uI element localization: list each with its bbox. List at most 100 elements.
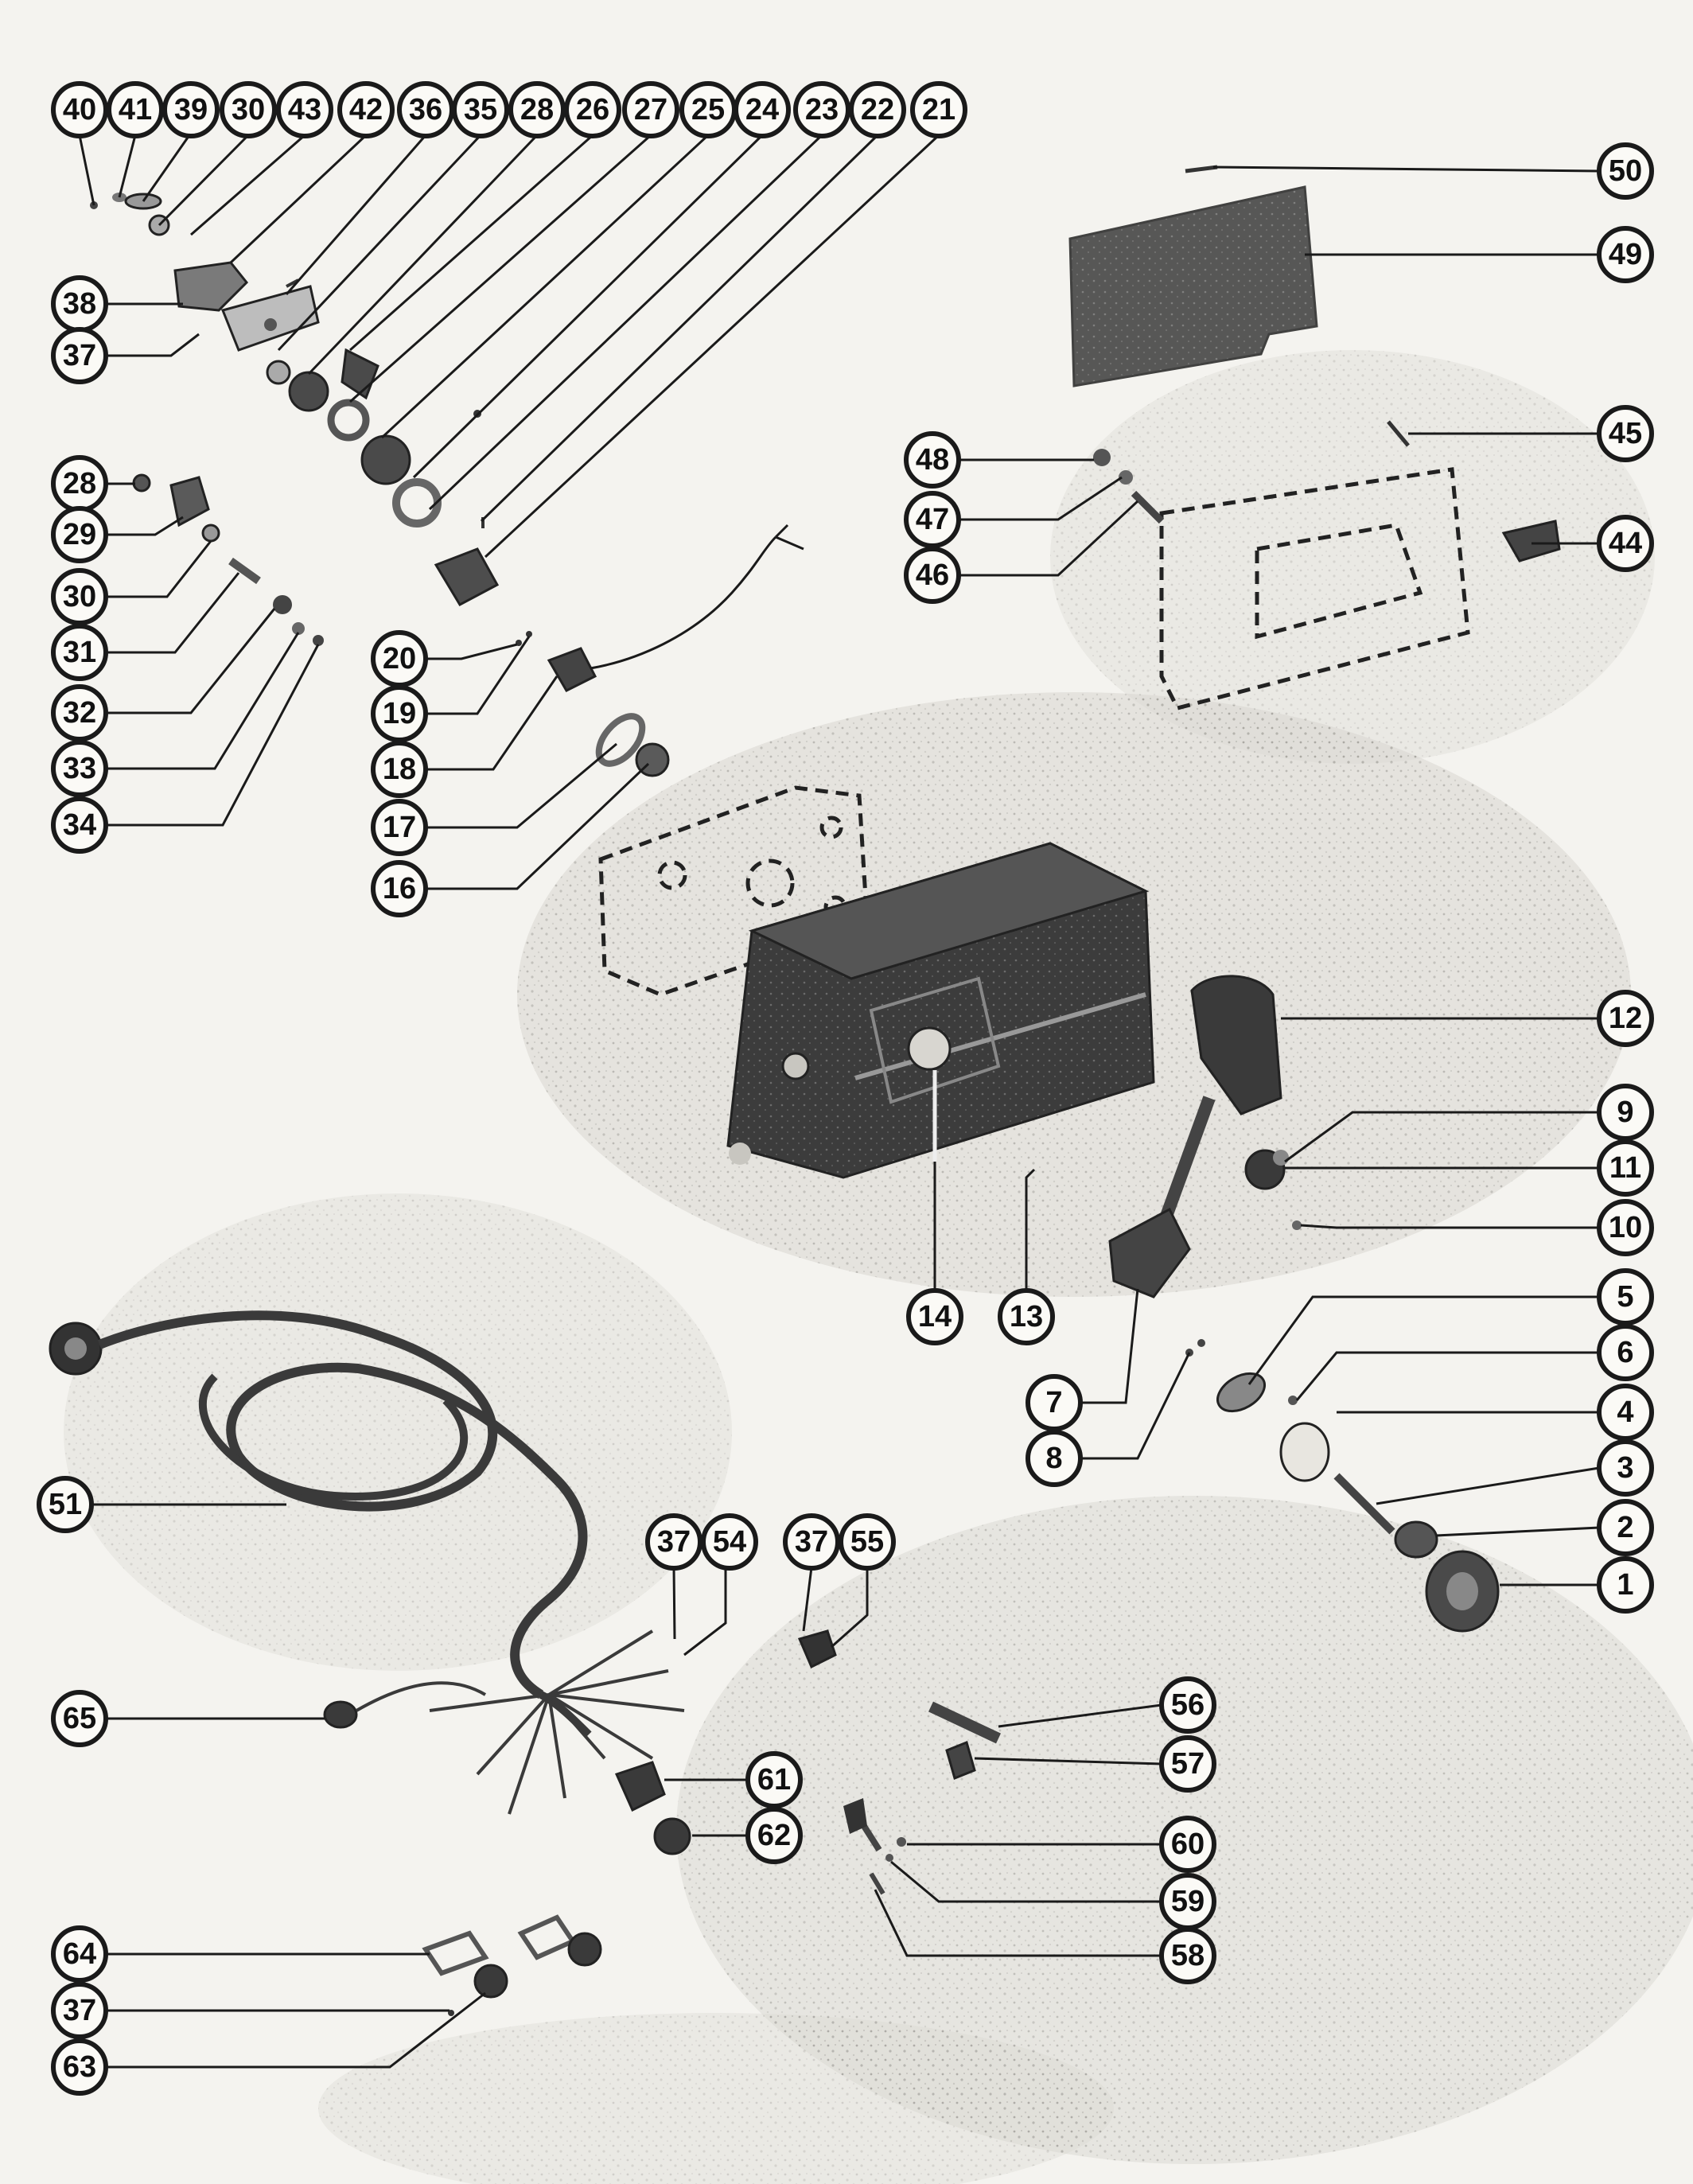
ignition-switch-parts: [90, 193, 500, 606]
callout-23[interactable]: 23: [793, 81, 850, 138]
callout-22[interactable]: 22: [849, 81, 906, 138]
callout-33[interactable]: 33: [51, 740, 108, 797]
svg-text:60: 60: [1171, 1828, 1205, 1861]
svg-text:10: 10: [1609, 1211, 1642, 1244]
wiring-harness: [49, 1310, 685, 1815]
svg-text:64: 64: [63, 1937, 96, 1971]
callout-37[interactable]: 37: [51, 1982, 108, 2039]
svg-text:30: 30: [232, 93, 265, 127]
callout-38[interactable]: 38: [51, 275, 108, 333]
svg-text:65: 65: [63, 1702, 96, 1735]
callout-20[interactable]: 20: [371, 630, 428, 687]
svg-text:18: 18: [383, 753, 416, 786]
callout-6[interactable]: 6: [1597, 1324, 1654, 1381]
callout-4[interactable]: 4: [1597, 1384, 1654, 1441]
callout-35[interactable]: 35: [452, 81, 509, 138]
svg-text:28: 28: [520, 93, 554, 127]
callout-8[interactable]: 8: [1026, 1430, 1083, 1487]
callout-60[interactable]: 60: [1159, 1816, 1216, 1873]
callout-29[interactable]: 29: [51, 506, 108, 563]
svg-text:33: 33: [63, 752, 96, 785]
svg-text:9: 9: [1617, 1096, 1633, 1129]
svg-text:50: 50: [1609, 154, 1642, 188]
callout-65[interactable]: 65: [51, 1690, 108, 1747]
callout-51[interactable]: 51: [37, 1476, 94, 1533]
callout-28[interactable]: 28: [51, 455, 108, 512]
callout-40[interactable]: 40: [51, 81, 108, 138]
callout-1[interactable]: 1: [1597, 1556, 1654, 1614]
svg-text:42: 42: [349, 93, 383, 127]
svg-text:62: 62: [757, 1819, 791, 1852]
callout-43[interactable]: 43: [276, 81, 333, 138]
svg-text:54: 54: [713, 1525, 746, 1559]
callout-50[interactable]: 50: [1597, 142, 1654, 200]
callout-12[interactable]: 12: [1597, 990, 1654, 1047]
callout-61[interactable]: 61: [745, 1751, 803, 1808]
callout-10[interactable]: 10: [1597, 1199, 1654, 1256]
callouts: 40 41 39 30 43 42 36 35 28 26 27 25 24 2…: [37, 81, 1654, 2096]
callout-30[interactable]: 30: [220, 81, 277, 138]
parts: [49, 165, 1561, 2016]
callout-34[interactable]: 34: [51, 796, 108, 854]
throttle-handle: [1108, 975, 1302, 1357]
svg-text:2: 2: [1617, 1511, 1633, 1544]
callout-62[interactable]: 62: [745, 1807, 803, 1864]
callout-3[interactable]: 3: [1597, 1439, 1654, 1497]
svg-text:48: 48: [916, 443, 949, 477]
callout-54[interactable]: 54: [701, 1513, 758, 1571]
callout-37[interactable]: 37: [645, 1513, 702, 1571]
svg-text:45: 45: [1609, 417, 1642, 450]
svg-text:58: 58: [1171, 1939, 1205, 1972]
callout-21[interactable]: 21: [910, 81, 967, 138]
svg-text:35: 35: [464, 93, 497, 127]
callout-9[interactable]: 9: [1597, 1084, 1654, 1141]
callout-37[interactable]: 37: [51, 327, 108, 384]
callout-16[interactable]: 16: [371, 860, 428, 917]
callout-30[interactable]: 30: [51, 568, 108, 625]
callout-46[interactable]: 46: [904, 547, 961, 604]
callout-27[interactable]: 27: [622, 81, 679, 138]
callout-36[interactable]: 36: [397, 81, 454, 138]
callout-48[interactable]: 48: [904, 431, 961, 489]
callout-17[interactable]: 17: [371, 799, 428, 856]
callout-14[interactable]: 14: [906, 1288, 963, 1345]
svg-text:56: 56: [1171, 1688, 1205, 1722]
svg-text:7: 7: [1045, 1386, 1062, 1419]
callout-19[interactable]: 19: [371, 685, 428, 742]
callout-32[interactable]: 32: [51, 684, 108, 742]
callout-63[interactable]: 63: [51, 2038, 108, 2096]
svg-text:49: 49: [1609, 238, 1642, 271]
callout-45[interactable]: 45: [1597, 405, 1654, 462]
svg-text:6: 6: [1617, 1336, 1633, 1369]
callout-25[interactable]: 25: [679, 81, 737, 138]
svg-text:44: 44: [1609, 527, 1642, 560]
callout-59[interactable]: 59: [1159, 1873, 1216, 1930]
callout-11[interactable]: 11: [1597, 1139, 1654, 1197]
callout-47[interactable]: 47: [904, 491, 961, 548]
callout-28[interactable]: 28: [508, 81, 566, 138]
callout-56[interactable]: 56: [1159, 1676, 1216, 1734]
callout-55[interactable]: 55: [839, 1513, 896, 1571]
callout-2[interactable]: 2: [1597, 1499, 1654, 1556]
handle-hub-parts: [1216, 1372, 1500, 1633]
callout-37[interactable]: 37: [783, 1513, 840, 1571]
svg-text:37: 37: [657, 1525, 691, 1559]
callout-31[interactable]: 31: [51, 624, 108, 681]
callout-13[interactable]: 13: [998, 1288, 1055, 1345]
callout-41[interactable]: 41: [107, 81, 164, 138]
callout-7[interactable]: 7: [1026, 1374, 1083, 1431]
callout-18[interactable]: 18: [371, 741, 428, 798]
callout-44[interactable]: 44: [1597, 515, 1654, 572]
callout-57[interactable]: 57: [1159, 1735, 1216, 1793]
callout-58[interactable]: 58: [1159, 1927, 1216, 1984]
callout-5[interactable]: 5: [1597, 1268, 1654, 1326]
callout-64[interactable]: 64: [51, 1925, 108, 1983]
svg-text:39: 39: [174, 93, 208, 127]
svg-text:37: 37: [63, 339, 96, 372]
callout-39[interactable]: 39: [162, 81, 220, 138]
callout-26[interactable]: 26: [564, 81, 621, 138]
callout-42[interactable]: 42: [337, 81, 395, 138]
callout-24[interactable]: 24: [734, 81, 791, 138]
callout-49[interactable]: 49: [1597, 226, 1654, 283]
